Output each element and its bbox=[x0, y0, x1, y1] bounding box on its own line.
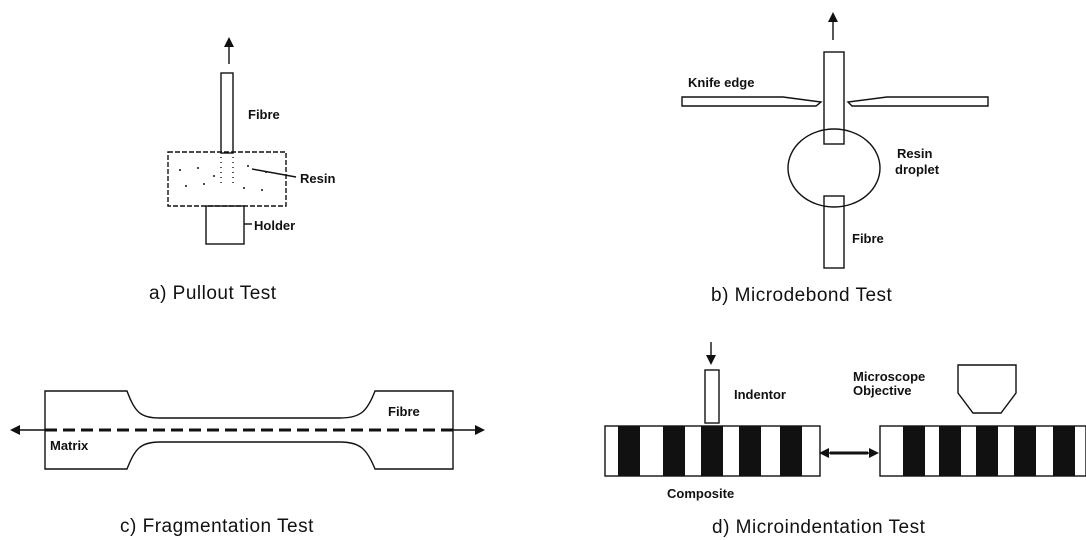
indentor-label: Indentor bbox=[734, 387, 786, 402]
caption-pullout: a) Pullout Test bbox=[149, 283, 277, 304]
resin-block bbox=[167, 151, 287, 207]
pullout-test-panel: Fibre Resin Holder a) Pullout Test bbox=[149, 37, 335, 304]
microdebond-test-panel: Knife edge Resin droplet Fibre b) Microd… bbox=[681, 12, 989, 306]
microindentation-test-panel: Indentor Microscope Objective Composite … bbox=[604, 342, 1086, 538]
holder-shape bbox=[205, 205, 245, 245]
fibre-shape bbox=[220, 72, 234, 154]
fibre-bottom-shape bbox=[823, 195, 845, 269]
objective-label: Objective bbox=[853, 383, 912, 398]
dogbone-specimen bbox=[44, 390, 454, 470]
fibre-label: Fibre bbox=[388, 404, 420, 419]
caption-microindentation: d) Microindentation Test bbox=[712, 517, 926, 538]
droplet-label: droplet bbox=[895, 162, 940, 177]
knife-edge-left bbox=[681, 96, 823, 107]
holder-label: Holder bbox=[254, 218, 295, 233]
resin-dots bbox=[179, 165, 267, 191]
caption-fragmentation: c) Fragmentation Test bbox=[120, 516, 314, 537]
knife-edge-right bbox=[846, 96, 989, 107]
resin-label: Resin bbox=[897, 146, 932, 161]
resin-leader-line bbox=[251, 168, 297, 178]
microscope-label: Microscope bbox=[853, 369, 925, 384]
resin-label: Resin bbox=[300, 171, 335, 186]
resin-droplet-shape bbox=[787, 128, 881, 208]
matrix-label: Matrix bbox=[50, 438, 89, 453]
fibre-top-shape bbox=[823, 51, 845, 145]
fragmentation-test-panel: Fibre Matrix c) Fragmentation Test bbox=[10, 390, 485, 537]
indentor-shape bbox=[704, 369, 720, 424]
fibre-label: Fibre bbox=[852, 231, 884, 246]
knife-edge-label: Knife edge bbox=[688, 75, 754, 90]
caption-microdebond: b) Microdebond Test bbox=[711, 285, 893, 306]
composite-left bbox=[604, 425, 821, 477]
microscope-objective-shape bbox=[957, 364, 1017, 414]
fibre-label: Fibre bbox=[248, 107, 280, 122]
composite-label: Composite bbox=[667, 486, 734, 501]
composite-right bbox=[879, 425, 1086, 477]
